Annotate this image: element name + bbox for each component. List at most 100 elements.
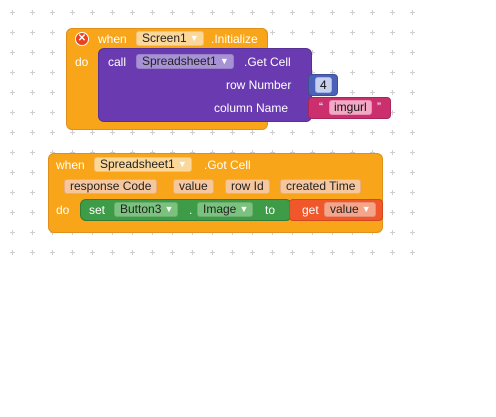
grid-mark: [330, 150, 335, 155]
screen-component-dropdown[interactable]: Screen1▼: [136, 31, 204, 46]
grid-mark: [310, 50, 315, 55]
grid-mark: [350, 90, 355, 95]
variable-name-label: value: [330, 202, 359, 216]
grid-mark: [30, 150, 35, 155]
row-number-field[interactable]: 4: [315, 77, 332, 93]
dot-separator: .: [189, 203, 193, 217]
grid-mark: [410, 10, 415, 15]
grid-mark: [130, 250, 135, 255]
close-icon[interactable]: ✕: [75, 32, 89, 46]
grid-mark: [90, 130, 95, 135]
property-dropdown[interactable]: Image▼: [197, 202, 254, 217]
param-created-time[interactable]: created Time: [280, 179, 362, 194]
grid-mark: [10, 70, 15, 75]
param-value[interactable]: value: [173, 179, 214, 194]
grid-mark: [350, 30, 355, 35]
grid-mark: [270, 150, 275, 155]
grid-mark: [250, 10, 255, 15]
grid-mark: [390, 30, 395, 35]
do-label: do: [56, 203, 70, 217]
grid-mark: [410, 190, 415, 195]
grid-mark: [370, 10, 375, 15]
chevron-down-icon: ▼: [189, 33, 199, 43]
event-when-label: when: [56, 158, 85, 172]
button-component-label: Button3: [120, 202, 162, 216]
grid-mark: [410, 150, 415, 155]
grid-mark: [30, 30, 35, 35]
grid-mark: [390, 190, 395, 195]
grid-mark: [370, 130, 375, 135]
grid-mark: [30, 130, 35, 135]
grid-mark: [30, 190, 35, 195]
grid-mark: [10, 30, 15, 35]
param-row-id[interactable]: row Id: [225, 179, 270, 194]
grid-mark: [70, 130, 75, 135]
button-component-dropdown[interactable]: Button3▼: [114, 202, 179, 217]
grid-mark: [410, 170, 415, 175]
column-name-label: column Name: [214, 101, 289, 115]
param-response-code[interactable]: response Code: [64, 179, 158, 194]
grid-mark: [390, 210, 395, 215]
grid-mark: [50, 250, 55, 255]
column-name-field[interactable]: imgurl: [329, 100, 372, 115]
grid-mark: [170, 130, 175, 135]
grid-mark: [270, 30, 275, 35]
grid-mark: [250, 150, 255, 155]
set-property-block[interactable]: [80, 199, 292, 221]
chevron-down-icon: ▼: [361, 204, 371, 214]
grid-mark: [30, 250, 35, 255]
grid-mark: [270, 10, 275, 15]
grid-mark: [390, 70, 395, 75]
grid-mark: [330, 50, 335, 55]
grid-mark: [30, 210, 35, 215]
variable-dropdown[interactable]: value▼: [324, 202, 376, 217]
grid-mark: [90, 250, 95, 255]
grid-mark: [330, 70, 335, 75]
grid-mark: [290, 150, 295, 155]
grid-mark: [130, 150, 135, 155]
grid-mark: [110, 250, 115, 255]
do-label: do: [75, 55, 89, 69]
grid-mark: [410, 90, 415, 95]
grid-mark: [230, 130, 235, 135]
grid-mark: [350, 130, 355, 135]
grid-mark: [50, 30, 55, 35]
grid-mark: [10, 110, 15, 115]
grid-mark: [410, 70, 415, 75]
row-number-label: row Number: [226, 78, 292, 92]
grid-mark: [250, 250, 255, 255]
grid-mark: [310, 150, 315, 155]
grid-mark: [30, 90, 35, 95]
grid-mark: [10, 90, 15, 95]
grid-mark: [410, 30, 415, 35]
chevron-down-icon: ▼: [239, 204, 249, 214]
spreadsheet-component-dropdown[interactable]: Spreadsheet1▼: [136, 54, 234, 69]
grid-mark: [370, 30, 375, 35]
chevron-down-icon: ▼: [164, 204, 174, 214]
spreadsheet-event-component-dropdown[interactable]: Spreadsheet1▼: [94, 157, 192, 172]
grid-mark: [330, 250, 335, 255]
grid-mark: [170, 150, 175, 155]
grid-mark: [190, 130, 195, 135]
grid-mark: [370, 250, 375, 255]
chevron-down-icon: ▼: [219, 56, 229, 66]
grid-mark: [290, 30, 295, 35]
grid-mark: [370, 90, 375, 95]
grid-mark: [50, 90, 55, 95]
grid-mark: [210, 150, 215, 155]
grid-mark: [170, 250, 175, 255]
grid-mark: [50, 50, 55, 55]
grid-mark: [390, 170, 395, 175]
initialize-event-label: .Initialize: [211, 32, 258, 46]
grid-mark: [210, 250, 215, 255]
grid-mark: [190, 10, 195, 15]
grid-mark: [50, 70, 55, 75]
grid-mark: [130, 10, 135, 15]
grid-mark: [30, 50, 35, 55]
grid-mark: [390, 50, 395, 55]
grid-mark: [390, 230, 395, 235]
grid-mark: [370, 50, 375, 55]
grid-mark: [10, 10, 15, 15]
grid-mark: [150, 150, 155, 155]
get-label: get: [302, 203, 319, 217]
